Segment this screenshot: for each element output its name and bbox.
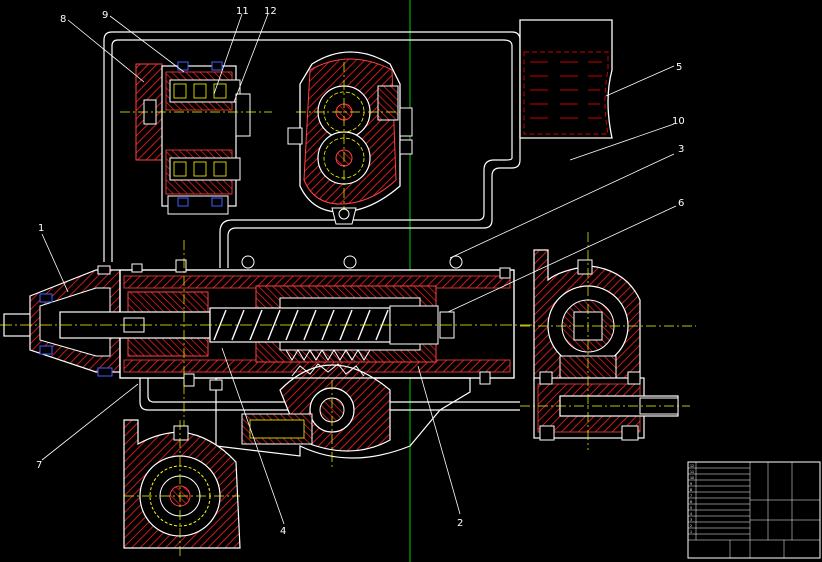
title-block-row-number: 6 bbox=[690, 500, 692, 504]
part-label-11: 11 bbox=[236, 6, 249, 17]
title-block-row-number: 3 bbox=[690, 518, 692, 522]
title-block-row-number: 9 bbox=[690, 482, 692, 486]
bottom-section-view bbox=[123, 419, 241, 556]
steering-gear-section bbox=[0, 240, 540, 470]
part-label-1: 1 bbox=[38, 223, 44, 234]
gear-pump bbox=[287, 51, 413, 225]
part-label-8: 8 bbox=[60, 14, 66, 25]
part-label-9: 9 bbox=[102, 10, 108, 21]
title-block: 12 11 10 9 8 7 6 5 4 3 2 1 bbox=[687, 461, 821, 559]
title-block-row-number: 8 bbox=[690, 488, 692, 492]
part-label-12: 12 bbox=[264, 6, 277, 17]
oil-pipe bbox=[103, 31, 521, 411]
part-label-10: 10 bbox=[672, 116, 685, 127]
oil-tank bbox=[519, 19, 613, 139]
part-label-6: 6 bbox=[678, 198, 684, 209]
part-label-5: 5 bbox=[676, 62, 682, 73]
title-block-row-number: 4 bbox=[690, 512, 692, 516]
control-valve bbox=[120, 61, 272, 215]
part-label-3: 3 bbox=[678, 144, 684, 155]
part-label-4: 4 bbox=[280, 526, 286, 537]
title-block-row-number: 10 bbox=[690, 476, 694, 480]
part-label-2: 2 bbox=[457, 518, 463, 529]
title-block-row-number: 11 bbox=[690, 470, 694, 474]
part-label-7: 7 bbox=[36, 460, 42, 471]
side-view bbox=[520, 232, 696, 450]
title-block-row-number: 2 bbox=[690, 524, 692, 528]
leader-lines bbox=[41, 13, 677, 525]
title-block-row-number: 1 bbox=[690, 530, 692, 534]
title-block-row-number: 7 bbox=[690, 494, 692, 498]
title-block-row-number: 12 bbox=[690, 464, 694, 468]
title-block-row-number: 5 bbox=[690, 506, 692, 510]
part-labels: 1 2 3 4 5 6 7 8 9 10 11 12 bbox=[36, 6, 685, 537]
